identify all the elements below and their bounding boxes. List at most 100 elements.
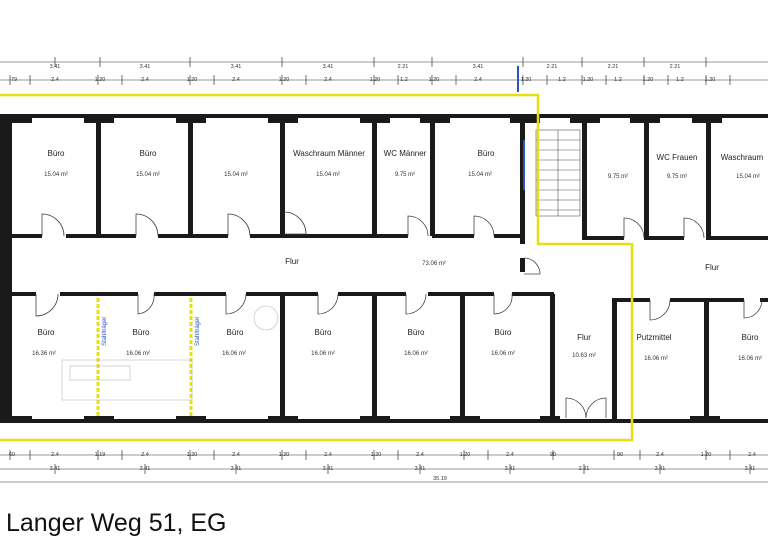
dim-label: 2.4 (232, 452, 240, 458)
dim-label: 2.4 (474, 77, 482, 83)
dim-label: 1.20 (583, 77, 594, 83)
dim-label: 1.20 (370, 77, 381, 83)
dim-label: 1.20 (187, 452, 198, 458)
top-dimension-chain (0, 61, 768, 81)
room-area: 16.06 m² (644, 356, 668, 362)
room-area: 15.04 m² (44, 172, 68, 178)
room-area: 15.04 m² (136, 172, 160, 178)
dim-label: 2.21 (547, 64, 558, 70)
room-name: Waschraum (721, 153, 764, 162)
dim-label: 2.4 (416, 452, 424, 458)
dim-label: 3.41 (140, 64, 151, 70)
room-name: Büro (478, 149, 495, 158)
room-area: 16.36 m² (32, 351, 56, 357)
dim-label: 3.41 (415, 466, 426, 472)
outer-walls (0, 114, 768, 423)
dim-label: 2.4 (748, 452, 756, 458)
top-room-labels: Büro 15.04 m² Büro 15.04 m² 15.04 m² Was… (44, 149, 763, 180)
room-name: WC Männer (384, 149, 427, 158)
dim-label: 1.20 (95, 77, 106, 83)
dim-label: 1.20 (279, 77, 290, 83)
dim-label: 1.2 (614, 77, 622, 83)
dim-label: 1.20 (705, 77, 716, 83)
dim-label: 1.20 (371, 452, 382, 458)
steel-beams (96, 298, 193, 416)
dim-label: 1.2 (400, 77, 408, 83)
dim-label: 3.41 (655, 466, 666, 472)
corridor-name-right: Flur (705, 263, 719, 272)
dim-label: 2.4 (324, 452, 332, 458)
room-name: Büro (133, 328, 150, 337)
dim-label: 1.20 (460, 452, 471, 458)
bottom-dimension-row-1: 60 2.4 1.19 2.4 1.20 2.4 1.20 2.4 1.20 2… (9, 452, 756, 458)
room-area: 9.75 m² (667, 174, 687, 180)
dim-label: 1.20 (701, 452, 712, 458)
dim-label: 2.4 (324, 77, 332, 83)
dim-label: 2.4 (506, 452, 514, 458)
dim-label: 3.41 (745, 466, 756, 472)
bottom-dimension-chain (0, 454, 768, 483)
dim-label: 2.4 (141, 452, 149, 458)
room-area: 15.04 m² (736, 174, 760, 180)
dim-label: 1.19 (95, 452, 106, 458)
highlight-outline (0, 93, 634, 442)
dim-label: 3.41 (140, 466, 151, 472)
door-swings (35, 211, 763, 419)
room-area: 16.06 m² (491, 351, 515, 357)
room-name: Büro (742, 333, 759, 342)
dim-label: 3.41 (231, 466, 242, 472)
room-name: Büro (408, 328, 425, 337)
room-name: Büro (38, 328, 55, 337)
dim-label: 2.4 (656, 452, 664, 458)
dim-label: 3.41 (473, 64, 484, 70)
corridor-area: 73.06 m² (422, 261, 446, 267)
room-name: Büro (315, 328, 332, 337)
furniture-sketch (61, 305, 279, 401)
dim-label: 3.41 (323, 466, 334, 472)
bottom-dimension-ticks (9, 450, 751, 474)
dim-label: 2.21 (579, 466, 590, 472)
dim-label: 1.20 (429, 77, 440, 83)
bottom-room-labels: Büro 16.36 m² Büro 16.06 m² Büro 16.06 m… (32, 328, 762, 362)
room-area: 16.06 m² (738, 356, 762, 362)
dim-label: 1.20 (187, 77, 198, 83)
room-area: 15.04 m² (224, 172, 248, 178)
top-dimension-ticks (9, 57, 731, 85)
room-area: 10.63 m² (572, 353, 596, 359)
room-name: WC Frauen (657, 153, 698, 162)
room-name: Büro (495, 328, 512, 337)
interior-walls (12, 118, 768, 420)
dim-label: 60 (9, 452, 15, 458)
dim-label: 2.4 (232, 77, 240, 83)
room-name: Büro (48, 149, 65, 158)
dim-label: 2.21 (398, 64, 409, 70)
room-area: 15.04 m² (468, 172, 492, 178)
dim-label: 3.41 (231, 64, 242, 70)
room-area: 9.75 m² (608, 174, 628, 180)
room-area: 16.06 m² (404, 351, 428, 357)
dim-label: 90 (617, 452, 623, 458)
room-name: Büro (140, 149, 157, 158)
dim-label: 2.4 (51, 452, 59, 458)
dim-label: 3.41 (323, 64, 334, 70)
top-dimension-row-2: 79 2.4 1.20 2.4 1.20 2.4 1.20 2.4 1.20 1… (11, 77, 715, 83)
bottom-dimension-row-2: 3.41 3.41 3.41 3.41 3.41 3.41 2.21 3.41 … (50, 466, 756, 472)
room-area: 9.75 m² (395, 172, 415, 178)
staircase (535, 129, 581, 217)
steel-beam-label: Stahlträger (195, 317, 201, 346)
dim-label: 1.2 (558, 77, 566, 83)
room-name: Waschraum Männer (293, 149, 365, 158)
room-area: 15.04 m² (316, 172, 340, 178)
dim-label: 2.4 (141, 77, 149, 83)
dim-label: 1.20 (279, 452, 290, 458)
dim-label: 2.21 (608, 64, 619, 70)
plan-caption: Langer Weg 51, EG (6, 509, 227, 537)
room-name: Büro (227, 328, 244, 337)
dim-label: 2.21 (670, 64, 681, 70)
dim-label: 3.41 (505, 466, 516, 472)
dim-label: 1.20 (521, 77, 532, 83)
dim-label: 2.4 (51, 77, 59, 83)
dim-label: 3.41 (50, 466, 61, 472)
room-area: 16.06 m² (311, 351, 335, 357)
